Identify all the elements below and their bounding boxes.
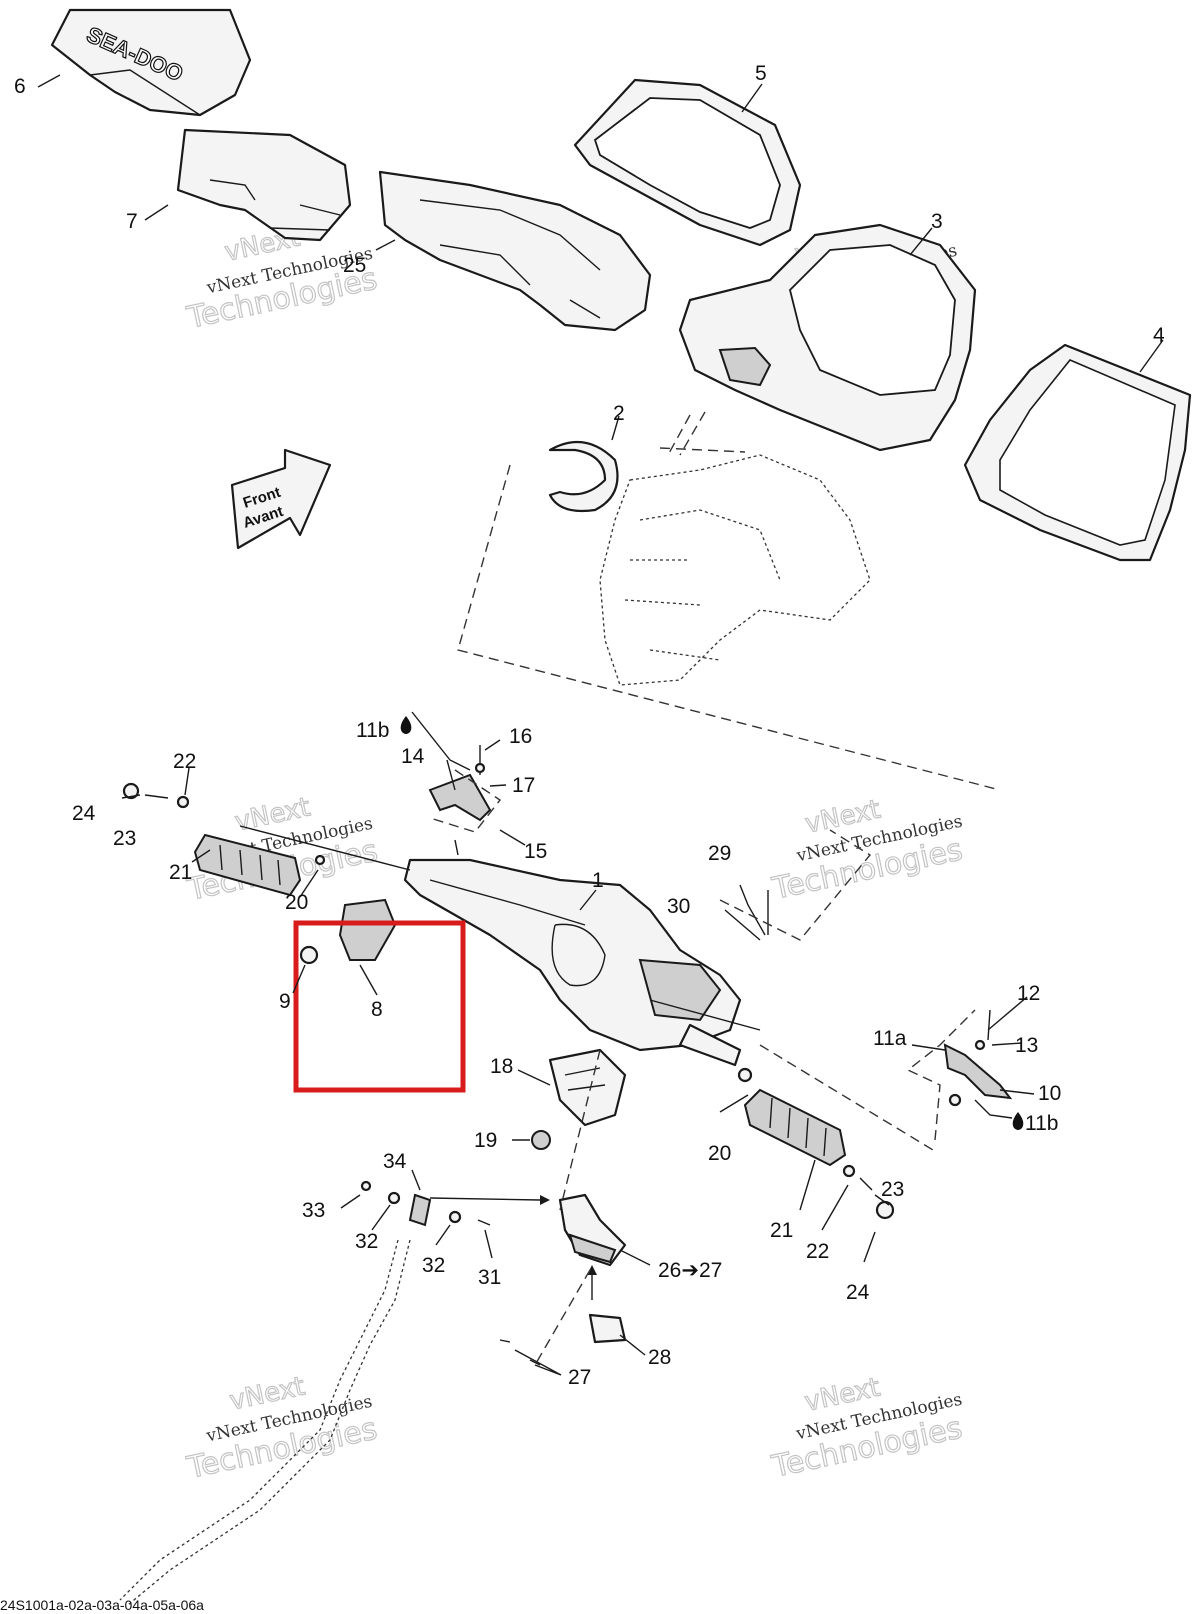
- callout-12: 12: [1017, 982, 1040, 1005]
- highlight-box: [293, 920, 466, 1093]
- callout-15: 15: [524, 840, 547, 863]
- part-27-fasteners: [499, 1339, 541, 1366]
- callout-11b-right: 11b: [1025, 1112, 1058, 1135]
- callout-33: 33: [302, 1199, 325, 1222]
- callout-20-right: 20: [708, 1142, 731, 1165]
- part-22-right-washer: [842, 1164, 856, 1178]
- part-7-cover-panel: [176, 128, 352, 242]
- callout-11b-top: 11b: [356, 719, 389, 742]
- callout-1: 1: [592, 869, 604, 892]
- part-24-left-end-cap: [122, 782, 140, 800]
- callout-17: 17: [512, 774, 535, 797]
- callout-10: 10: [1038, 1082, 1061, 1105]
- leader-lines: [37, 74, 1164, 1376]
- oil-drop-icon-right: [1012, 1112, 1024, 1130]
- callouts: 6 5 7 25 3 4 2 11b 16 14 22 17 24 23 15 …: [14, 62, 1165, 1389]
- callout-29: 29: [708, 842, 731, 865]
- callout-26-27: 26➔27: [658, 1259, 722, 1282]
- part-10-right-lever: [943, 1009, 1013, 1107]
- callout-20-left: 20: [285, 891, 308, 914]
- part-20-left-ring: [314, 854, 326, 866]
- callout-6: 6: [14, 75, 26, 98]
- callout-27: 27: [568, 1366, 591, 1389]
- phantom-assembly: [457, 411, 1001, 791]
- part-28-plate: [588, 1313, 627, 1344]
- callout-32-right: 32: [422, 1254, 445, 1277]
- callout-4: 4: [1153, 324, 1165, 347]
- callout-9: 9: [279, 990, 291, 1013]
- callout-24-right: 24: [846, 1281, 870, 1304]
- callout-34: 34: [383, 1150, 407, 1173]
- callout-25: 25: [343, 254, 366, 277]
- watermark-bottom-left: vNext vNext Technologies Technologies: [183, 1371, 381, 1487]
- callout-21-left: 21: [169, 861, 192, 884]
- callout-16: 16: [509, 725, 532, 748]
- part-22-left-washer: [176, 795, 190, 809]
- part-2-ring: [548, 440, 619, 513]
- part-21-right-grip: [743, 1088, 847, 1167]
- callout-3: 3: [931, 210, 943, 233]
- callout-22-left: 22: [173, 750, 196, 773]
- watermark-bottom-right: vNext vNext Technologies Technologies: [768, 1372, 966, 1486]
- part-5-windshield-frame: [573, 78, 802, 247]
- callout-13: 13: [1015, 1034, 1038, 1057]
- part-8-bracket: [299, 898, 397, 965]
- watermark-mid-right: vNext vNext Technologies Technologies: [768, 794, 966, 908]
- callout-5: 5: [755, 62, 767, 85]
- part-21-left-grip: [193, 833, 302, 897]
- callout-30: 30: [667, 895, 690, 918]
- callout-32-left: 32: [355, 1230, 378, 1253]
- callout-14: 14: [401, 745, 425, 768]
- part-26-bracket: [558, 1193, 627, 1267]
- callout-18: 18: [490, 1055, 513, 1078]
- callout-21-right: 21: [770, 1219, 793, 1242]
- part-20-right-ring: [737, 1067, 753, 1083]
- footer-code: 24S1001a-02a-03a-04a-05a-06a: [0, 1597, 204, 1613]
- part-4-display-panel: [963, 343, 1192, 562]
- callout-22-right: 22: [806, 1240, 829, 1263]
- part-23-left-screw: [144, 794, 169, 799]
- part-6-logo-cover: SEA-DOO: [50, 8, 252, 117]
- part-23-right-screw: [859, 1177, 873, 1191]
- callout-28: 28: [648, 1346, 671, 1369]
- callout-7: 7: [126, 210, 138, 233]
- oil-drop-icon-top: [400, 716, 412, 734]
- callout-31: 31: [478, 1266, 501, 1289]
- callout-11a: 11a: [873, 1027, 907, 1050]
- callout-8: 8: [371, 998, 383, 1021]
- callout-2: 2: [613, 402, 625, 425]
- throttle-cable-assembly: [119, 1180, 491, 1606]
- part-18-switch-housing: [548, 1048, 627, 1127]
- part-3-instrument-housing: [678, 223, 977, 452]
- callout-23-right: 23: [881, 1178, 904, 1201]
- part-25-console-frame: [378, 170, 652, 332]
- part-19-grommet: [531, 1130, 551, 1150]
- part-1-handlebar-assembly: [239, 825, 761, 1067]
- callout-23-left: 23: [113, 827, 136, 850]
- part-14-left-lever: [428, 745, 492, 856]
- direction-arrow: Front Avant: [230, 448, 332, 550]
- callout-24-left: 24: [72, 802, 96, 825]
- callout-19: 19: [474, 1129, 497, 1152]
- part-24-right-end-cap: [875, 1200, 895, 1220]
